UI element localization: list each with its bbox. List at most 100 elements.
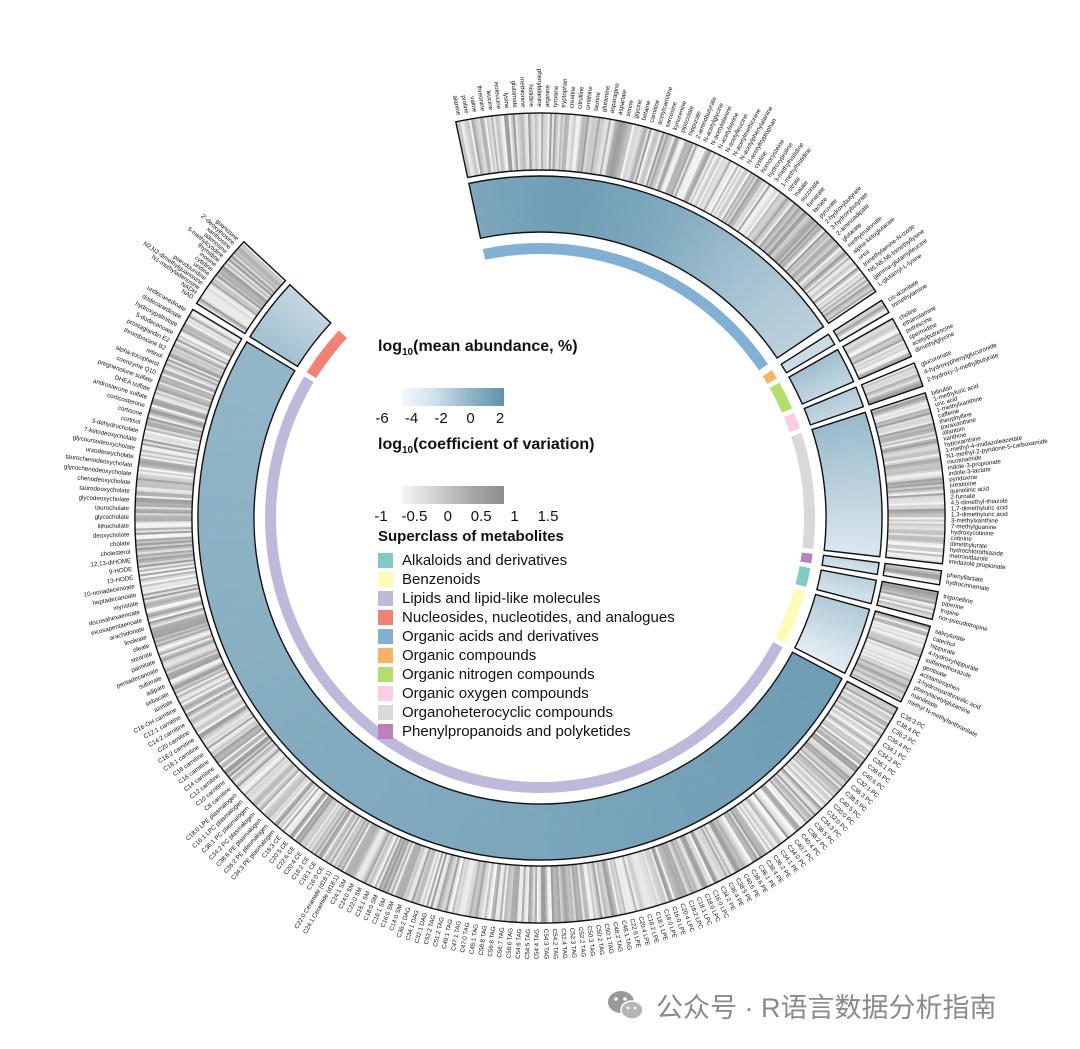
abundance-sector — [788, 349, 854, 404]
cv-sector — [833, 300, 889, 342]
superclass-sector — [769, 382, 793, 413]
watermark: 公众号 · R语言数据分析指南 — [606, 986, 997, 1025]
metabolite-label: citrulline — [577, 85, 586, 109]
metabolite-label: C52:3 TAG — [568, 928, 577, 959]
metabolite-label: C56:7 TAG — [496, 927, 506, 958]
abundance-sector-border — [249, 283, 332, 368]
abundance-sector — [804, 387, 864, 425]
abundance-sector — [822, 555, 880, 575]
metabolite-label: C56:8 TAG — [487, 926, 497, 957]
superclass-legend-item: Organic acids and derivatives — [378, 627, 738, 646]
metabolite-label: C54:5 TAG — [524, 929, 532, 960]
metabolite-label: C45:1 TAG — [468, 923, 480, 954]
superclass-label: Benzenoids — [402, 571, 481, 589]
metabolite-label: phenylalanine — [536, 69, 543, 108]
cv-sector — [842, 318, 912, 380]
metabolite-label: cholate — [110, 540, 131, 548]
metabolite-label: quinolinic acid — [950, 486, 990, 496]
abundance-sector — [812, 412, 882, 557]
metabolite-label: C50:1 TAG — [603, 923, 615, 954]
metabolite-label: proline — [460, 95, 470, 115]
cv-sector — [135, 309, 898, 924]
metabolite-label: histidine — [527, 84, 534, 107]
metabolite-label: alanine — [451, 95, 462, 116]
metabolite-label: valine — [468, 96, 478, 114]
metabolite-label: cholesterol — [100, 549, 130, 558]
metabolite-label: arginine — [544, 84, 551, 107]
metabolite-label: hydrochlorothiazide — [949, 547, 1004, 558]
cv-sector-border — [882, 562, 943, 586]
abundance-color-bar — [402, 388, 504, 407]
metabolite-label: C50:3 TAG — [585, 926, 596, 957]
metabolite-label: C56:6 TAG — [505, 928, 514, 959]
superclass-sector — [791, 433, 815, 550]
metabolite-label: C54:2 TAG — [551, 929, 559, 960]
superclass-sector — [795, 566, 811, 587]
superclass-label: Organoheterocyclic compounds — [402, 704, 613, 722]
superclass-legend-title: Superclass of metabolites — [378, 528, 564, 546]
metabolite-label: C52:2 TAG — [577, 927, 587, 958]
abundance-sector — [794, 594, 870, 674]
abundance-sector — [781, 334, 835, 373]
metabolite-label: C54:4 TAG — [533, 929, 540, 960]
metabolite-label: lysine — [502, 92, 510, 109]
cv-sector-border — [841, 317, 913, 381]
metabolite-label: methionine — [518, 77, 526, 108]
metabolite-label: xanthine — [943, 431, 968, 442]
cv-sector-border — [195, 240, 287, 335]
superclass-sector — [306, 330, 347, 379]
cv-sector-border — [860, 362, 924, 406]
metabolite-label: C58:8 TAG — [478, 925, 489, 956]
legend-tick-label: 1.5 — [537, 508, 559, 526]
metabolite-label: cotinine — [950, 535, 972, 543]
abundance-sector-border — [811, 411, 883, 558]
abundance-sector-border — [780, 333, 836, 374]
metabolite-label: 9-HODE — [109, 566, 133, 576]
superclass-legend-item: Phenylpropanoids and polyketides — [378, 722, 738, 741]
legend-tick-label: 0 — [466, 410, 475, 428]
abundance-sector — [468, 176, 824, 359]
superclass-sector — [482, 242, 768, 371]
wechat-icon — [608, 990, 644, 1020]
superclass-legend-item: Organic nitrogen compounds — [378, 665, 738, 684]
metabolite-label: 3-methylxanthine — [951, 517, 999, 524]
metabolite-label: creatinine — [949, 480, 977, 489]
metabolite-label: glutamine — [601, 84, 612, 112]
heatmap-tracks — [134, 112, 946, 924]
legend-tick-label: 1 — [510, 508, 519, 526]
metabolite-label: 4,5-dimethyl-thiazole — [951, 498, 1009, 507]
superclass-sector — [775, 588, 805, 643]
metabolite-label: tryptophan — [560, 78, 569, 108]
superclass-sector — [762, 370, 777, 385]
metabolite-label: glutamate — [510, 80, 519, 108]
superclass-swatch — [378, 629, 393, 645]
superclass-swatch — [378, 553, 393, 569]
superclass-legend-item: Nucleosides, nucleotides, and analogues — [378, 608, 738, 627]
superclass-legend-item: Alkaloids and derivatives — [378, 551, 738, 570]
legend-tick-label: 0.5 — [470, 508, 492, 526]
abundance-sector-border — [803, 386, 865, 426]
superclass-label: Organic oxygen compounds — [402, 685, 589, 703]
metabolite-label: deoxycholate — [93, 531, 130, 539]
metabolite-label: threonine — [475, 85, 486, 112]
watermark-text: 公众号 · R语言数据分析指南 — [656, 993, 997, 1023]
metabolite-label: lithocholate — [98, 523, 130, 531]
metabolite-label: taurine — [593, 91, 603, 111]
abundance-sector-border — [816, 569, 878, 605]
legend-tick-label: -2 — [434, 410, 448, 428]
cv-sector — [196, 241, 286, 334]
abundance-sector — [249, 284, 331, 367]
metabolite-label: indole-3-lactate — [948, 466, 991, 478]
cv-legend-title: log10(coefficient of variation) — [378, 436, 595, 457]
metabolite-label: taurocholate — [95, 504, 130, 512]
abundance-sector — [816, 570, 877, 604]
metabolite-label: dimethylurate — [950, 541, 988, 550]
metabolite-label: nicotinamide — [947, 454, 983, 466]
metabolite-label: C54:3 TAG — [542, 929, 549, 960]
